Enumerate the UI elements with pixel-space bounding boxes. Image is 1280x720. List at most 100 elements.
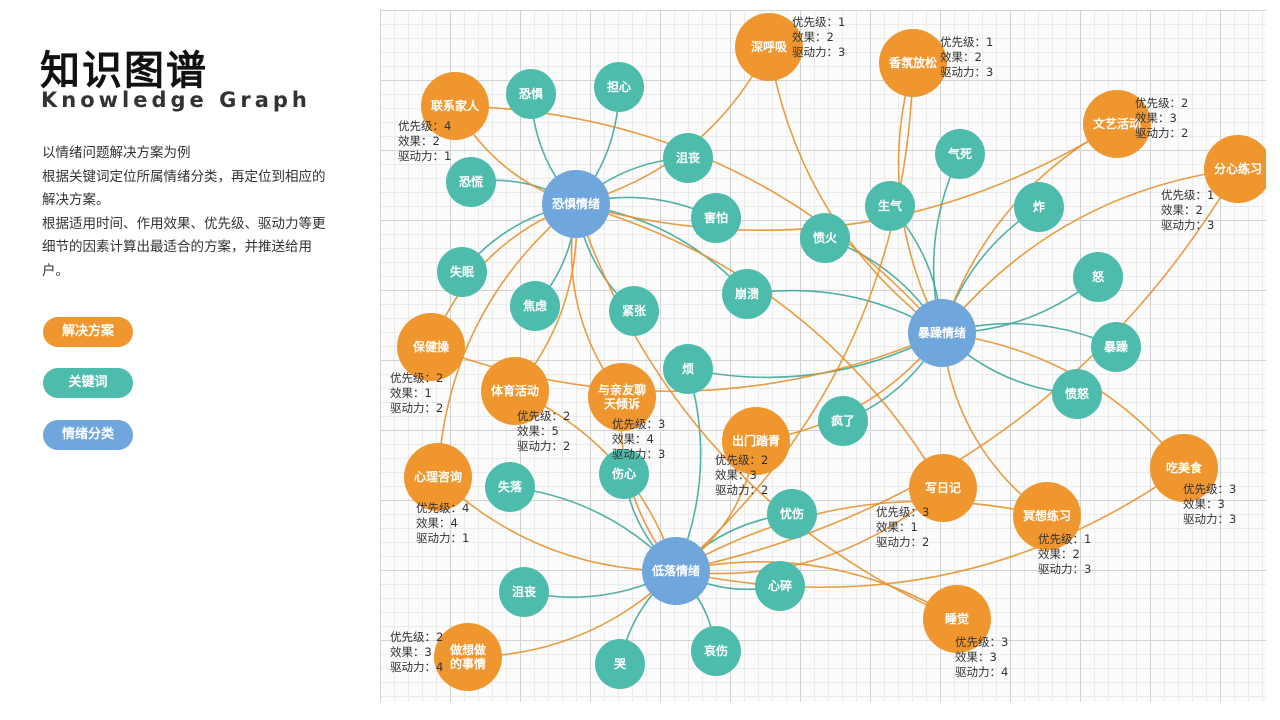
solution-meta: 效果：1 [390,386,432,400]
solution-node-circle [434,623,502,691]
category-node[interactable]: 恐惧情绪 [542,170,610,238]
keyword-node-circle [722,269,772,319]
solution-meta: 效果：2 [940,50,982,64]
solution-node-circle [735,13,803,81]
keyword-node[interactable]: 忧伤 [767,489,817,539]
keyword-node-circle [767,489,817,539]
keyword-node-circle [691,626,741,676]
keyword-node[interactable]: 烦 [663,344,713,394]
solution-meta: 优先级：3 [876,505,929,519]
solution-edge [675,467,1185,588]
description-line: 以情绪问题解决方案为例 [42,145,191,161]
keyword-node[interactable]: 心碎 [755,561,805,611]
keyword-node[interactable]: 生气 [865,181,915,231]
keyword-node[interactable]: 伤心 [599,449,649,499]
keyword-node[interactable]: 气死 [935,129,985,179]
solution-edge [768,46,943,334]
keyword-node[interactable]: 炸 [1014,182,1064,232]
solution-edge [675,560,958,620]
category-node[interactable]: 低落情绪 [642,537,710,605]
solution-node[interactable]: 分心练习 [1204,135,1266,203]
keyword-node[interactable]: 疯了 [818,396,868,446]
solution-meta: 效果：3 [715,468,757,482]
keyword-edge [687,332,943,379]
keyword-node-circle [755,561,805,611]
keyword-node[interactable]: 焦虑 [510,281,560,331]
keyword-node[interactable]: 怒 [1073,252,1123,302]
keyword-node[interactable]: 沮丧 [663,133,713,183]
keyword-node-circle [446,157,496,207]
keyword-node-label: 生气 [878,198,902,213]
keyword-node-label: 烦 [682,362,694,376]
solution-meta: 驱动力：2 [715,483,768,497]
solution-node[interactable]: 出门踏青 [722,407,790,475]
solution-node-label: 出门踏青 [732,433,780,448]
keyword-node-label: 哀伤 [704,643,728,658]
keyword-node-circle [595,639,645,689]
solution-meta: 效果：2 [398,134,440,148]
category-node-circle [542,170,610,238]
solution-edge [437,476,677,572]
solution-node[interactable]: 吃美食 [1150,434,1218,502]
keyword-node[interactable]: 失落 [485,462,535,512]
keyword-node[interactable]: 紧张 [609,286,659,336]
solution-meta: 驱动力：1 [416,531,469,545]
solution-meta: 优先级：1 [940,35,993,49]
solution-node[interactable]: 联系家人 [421,72,489,140]
keyword-node-label: 哭 [613,657,627,671]
keyword-node[interactable]: 沮丧 [499,567,549,617]
keyword-node-circle [691,193,741,243]
solution-edge [941,123,1118,334]
keyword-node[interactable]: 哀伤 [691,626,741,676]
solution-node[interactable]: 写日记 [909,454,977,522]
solution-node[interactable]: 保健操 [397,313,465,381]
keyword-node-label: 恐惧 [519,86,543,101]
keyword-node[interactable]: 崩溃 [722,269,772,319]
keyword-node[interactable]: 害怕 [691,193,741,243]
category-node[interactable]: 暴躁情绪 [908,299,976,367]
solution-node-circle [588,363,656,431]
keyword-node[interactable]: 恐慌 [446,157,496,207]
solution-node-circle [404,443,472,511]
keyword-node[interactable]: 暴躁 [1091,322,1141,372]
keyword-node[interactable]: 愤火 [800,213,850,263]
keyword-node[interactable]: 失眠 [437,247,487,297]
description-line: 根据适用时间、作用效果、优先级、驱动力等更细节的因素计算出最适合的方案，并推送给… [42,215,326,279]
solution-meta: 优先级：4 [416,501,469,515]
solution-node[interactable]: 香氛放松 [879,29,947,97]
keyword-node[interactable]: 愤怒 [1052,369,1102,419]
solution-node[interactable]: 冥想练习 [1013,482,1081,550]
solution-meta: 驱动力：2 [390,401,443,415]
solution-edge [437,203,577,478]
solution-node-label: 天倾诉 [604,396,640,411]
solution-node[interactable]: 深呼吸 [735,13,803,81]
solution-node-label: 深呼吸 [751,39,788,54]
category-node-circle [908,299,976,367]
keyword-node-circle [1014,182,1064,232]
keyword-node-circle [485,462,535,512]
solution-meta: 优先级：3 [955,635,1008,649]
solution-meta: 效果：3 [1135,111,1177,125]
solution-node[interactable]: 心理咨询 [404,443,472,511]
solution-edge [575,203,944,489]
keyword-node[interactable]: 恐惧 [506,69,556,119]
solution-node-circle [421,72,489,140]
keyword-node[interactable]: 担心 [594,62,644,112]
keyword-node-circle [818,396,868,446]
solution-meta: 优先级：3 [1183,482,1236,496]
category-node-circle [642,537,710,605]
solution-meta: 优先级：2 [390,630,443,644]
solution-node[interactable]: 体育活动 [481,357,549,425]
solution-meta: 效果：4 [612,432,654,446]
solution-node[interactable]: 睡觉 [923,585,991,653]
solution-node[interactable]: 文艺活动 [1083,90,1151,158]
category-node-label: 低落情绪 [651,563,700,578]
keyword-node[interactable]: 哭 [595,639,645,689]
keyword-node-circle [865,181,915,231]
keyword-node-circle [800,213,850,263]
solution-node-label: 联系家人 [431,98,480,113]
solution-node-circle [1204,135,1266,203]
keyword-node-label: 炸 [1033,199,1045,214]
